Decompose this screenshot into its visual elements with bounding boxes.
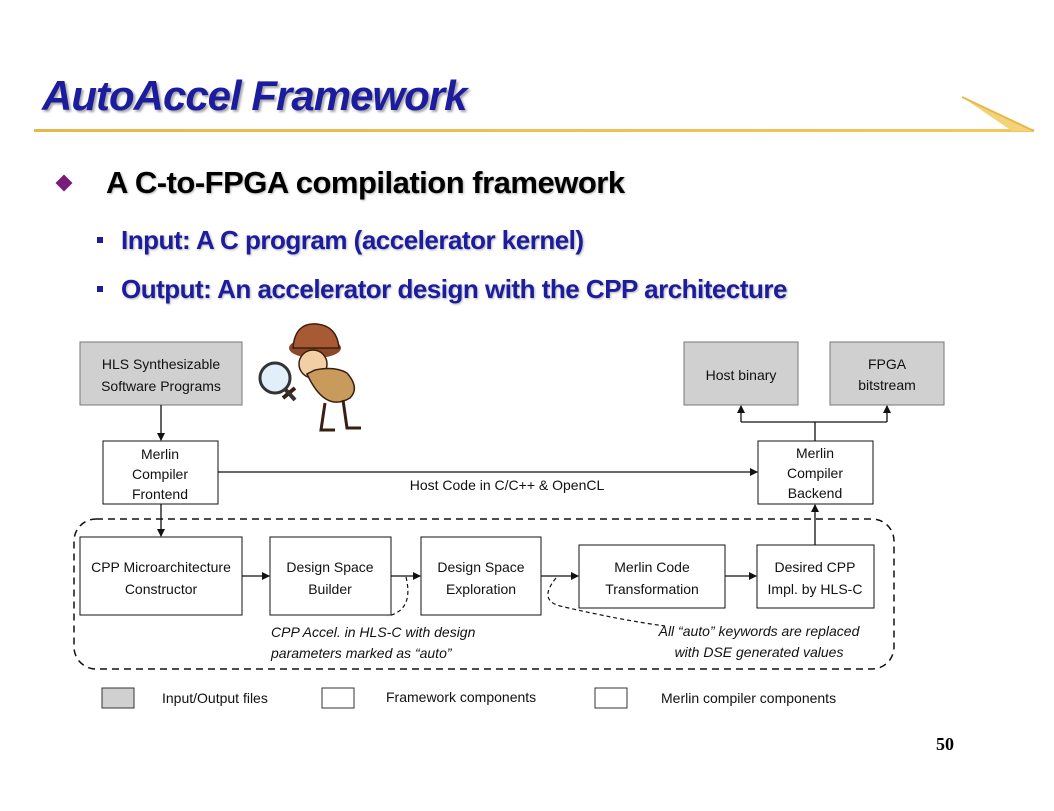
main-bullet: A C-to-FPGA compilation framework — [54, 163, 625, 203]
svg-text:Transformation: Transformation — [605, 581, 699, 597]
detective-magnifier-icon — [258, 323, 361, 432]
title-underline — [34, 129, 1034, 132]
svg-text:CPP Microarchitecture: CPP Microarchitecture — [91, 559, 231, 575]
svg-text:Compiler: Compiler — [132, 466, 188, 482]
merlin-backend-box: Merlin Compiler Backend — [757, 440, 874, 505]
svg-text:Impl. by HLS-C: Impl. by HLS-C — [768, 581, 863, 597]
slide-number: 50 — [936, 734, 954, 754]
sub-bullet-text: Input: A C program (accelerator kernel) — [121, 224, 584, 255]
legend: Input/Output files Framework components … — [101, 687, 836, 709]
svg-text:Design Space: Design Space — [437, 559, 524, 575]
fpga-bitstream-box: FPGA bitstream — [829, 341, 945, 406]
framework-region — [73, 518, 895, 670]
svg-text:Builder: Builder — [308, 581, 352, 597]
svg-text:Frontend: Frontend — [132, 486, 188, 502]
note-left-line2: parameters marked as “auto” — [270, 645, 453, 661]
legend-framework-swatch — [321, 687, 355, 709]
corner-accent-icon — [961, 96, 1035, 132]
legend-merlin-swatch — [594, 687, 628, 709]
svg-text:Design Space: Design Space — [286, 559, 373, 575]
svg-text:Desired CPP: Desired CPP — [775, 559, 856, 575]
svg-text:Exploration: Exploration — [446, 581, 516, 597]
host-binary-box: Host binary — [683, 341, 799, 406]
svg-text:Merlin: Merlin — [796, 445, 834, 461]
note-callouts — [387, 576, 666, 627]
note-right-line1: All “auto” keywords are replaced — [658, 623, 861, 639]
svg-text:Merlin Code: Merlin Code — [614, 559, 690, 575]
slide-title: AutoAccel Framework — [42, 72, 467, 119]
legend-io-label: Input/Output files — [162, 690, 268, 706]
legend-merlin-label: Merlin compiler components — [661, 690, 836, 706]
sub-bullet-output: Output: An accelerator design with the C… — [97, 271, 787, 307]
note-left-line1: CPP Accel. in HLS-C with design — [271, 624, 476, 640]
svg-text:Merlin: Merlin — [141, 446, 179, 462]
cpp-constructor-box: CPP Microarchitecture Constructor — [79, 536, 243, 616]
square-bullet-icon — [97, 286, 103, 292]
hls-programs-box: HLS Synthesizable Software Programs — [79, 341, 243, 406]
host-code-label: Host Code in C/C++ & OpenCL — [410, 477, 605, 493]
note-right-line2: with DSE generated values — [675, 644, 844, 660]
svg-text:Host binary: Host binary — [706, 367, 777, 383]
square-bullet-icon — [97, 237, 103, 243]
desired-cpp-box: Desired CPP Impl. by HLS-C — [756, 544, 875, 609]
svg-text:Backend: Backend — [788, 485, 842, 501]
svg-text:Compiler: Compiler — [787, 465, 843, 481]
merlin-transform-box: Merlin Code Transformation — [578, 544, 726, 609]
svg-text:Constructor: Constructor — [125, 581, 198, 597]
merlin-frontend-box: Merlin Compiler Frontend — [102, 440, 219, 505]
ds-exploration-box: Design Space Exploration — [420, 536, 542, 616]
sub-bullet-input: Input: A C program (accelerator kernel) — [97, 222, 584, 258]
main-bullet-text: A C-to-FPGA compilation framework — [106, 165, 625, 200]
legend-framework-label: Framework components — [386, 689, 536, 705]
ds-builder-box: Design Space Builder — [269, 536, 392, 616]
sub-bullet-text: Output: An accelerator design with the C… — [121, 273, 787, 304]
legend-io-swatch — [101, 687, 135, 709]
diagram-arrows — [157, 405, 891, 580]
svg-text:bitstream: bitstream — [858, 377, 916, 393]
svg-text:Software Programs: Software Programs — [101, 378, 221, 394]
svg-text:FPGA: FPGA — [868, 356, 907, 372]
svg-text:HLS Synthesizable: HLS Synthesizable — [102, 356, 221, 372]
